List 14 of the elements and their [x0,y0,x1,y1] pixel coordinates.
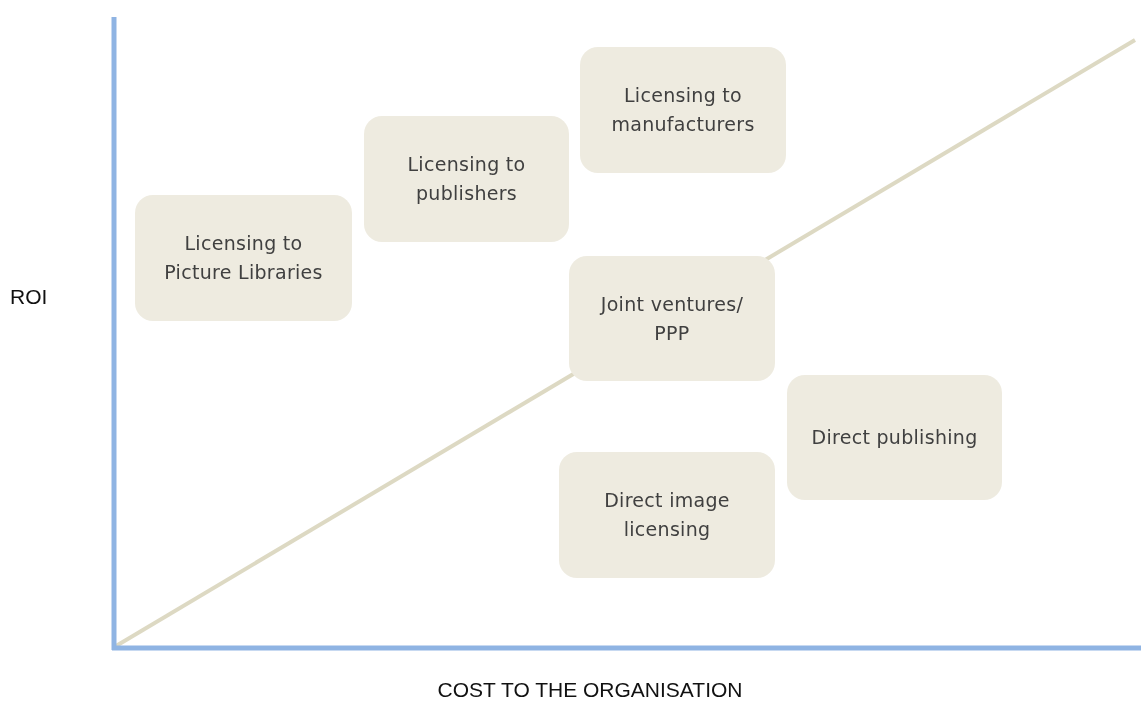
strategy-box [364,116,569,242]
y-axis-label: ROI [10,285,48,309]
strategy-box [135,195,352,321]
box-text: Joint ventures/ PPP [598,291,745,346]
box-text: Direct image licensing [603,488,731,542]
box-text: Licensing to publishers [406,152,527,206]
strategy-box [569,256,775,381]
strategy-box [787,375,1002,500]
x-axis-label: COST TO THE ORGANISATION [437,678,743,702]
strategy-box [559,452,775,578]
box-text: Licensing to Picture Libraries [163,231,324,285]
box-text: Licensing to manufacturers [610,83,756,137]
box-text: Direct publishing [811,425,978,450]
strategy-box [580,47,786,173]
